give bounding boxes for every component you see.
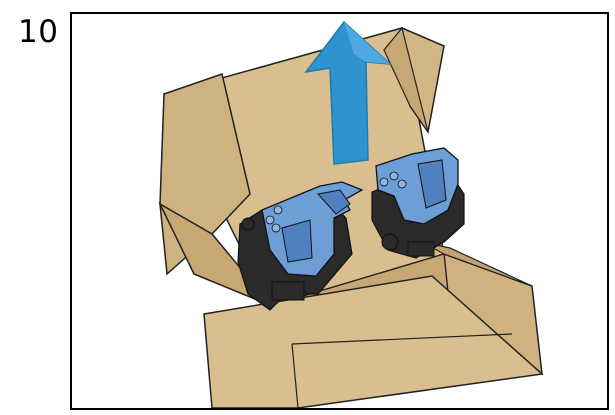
right-printhead-part bbox=[372, 148, 464, 258]
step-number: 10 bbox=[18, 14, 58, 50]
illustration-frame bbox=[70, 12, 609, 410]
box-unpacking-illustration bbox=[72, 14, 607, 408]
